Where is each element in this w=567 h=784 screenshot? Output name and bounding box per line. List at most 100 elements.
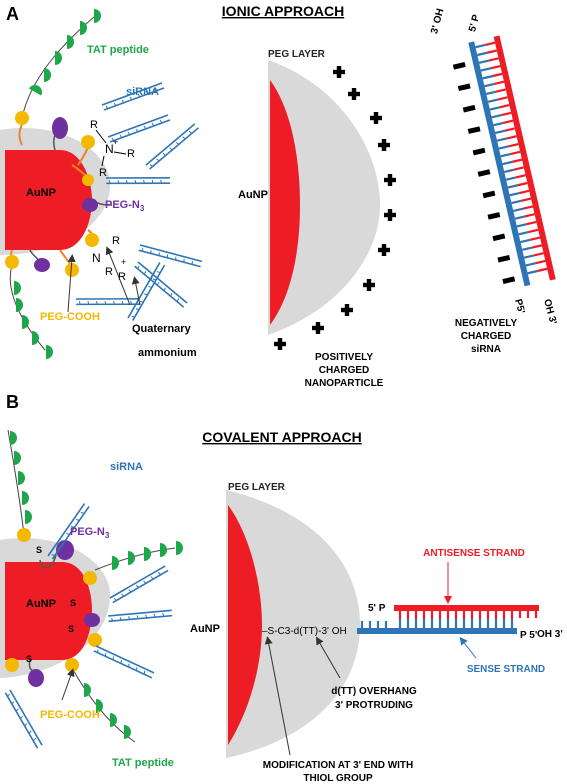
tat-peptide-icon — [46, 345, 53, 359]
peg-layer-label-b: PEG LAYER — [228, 482, 286, 493]
r-label: R — [90, 119, 98, 131]
overhang-label-2: 3' PROTRUDING — [335, 700, 413, 711]
minus-charge-icon — [472, 147, 486, 156]
r-label: R — [112, 235, 120, 247]
linker-label: –S-C3-d(TT)-3' OH — [262, 626, 347, 637]
minus-charge-icon — [467, 126, 481, 134]
tat-peptide-icon — [84, 683, 91, 697]
aunp-label-b: AuNP — [26, 598, 56, 610]
label-p5: P5' — [512, 298, 526, 315]
label-5p: 5' P — [467, 13, 482, 33]
peg-cooh-label-b: PEG-COOH — [40, 709, 100, 721]
tat-peptide-icon — [128, 551, 135, 565]
s-label: S — [36, 545, 42, 555]
aunp-middle-label: AuNP — [238, 189, 268, 201]
peg-tethers-b — [5, 528, 102, 687]
modification-label-1: MODIFICATION AT 3' END WITH — [263, 760, 414, 771]
minus-charge-icon — [462, 104, 476, 113]
panel-a-title: IONIC APPROACH — [222, 3, 344, 19]
panel-a-sirna-diagonal — [452, 35, 556, 287]
sense-arrow — [459, 636, 477, 659]
panel-b-letter: B — [6, 392, 19, 412]
panel-b-title: COVALENT APPROACH — [202, 429, 361, 445]
modification-arrow — [264, 636, 291, 756]
antisense-label: ANTISENSE STRAND — [423, 548, 525, 559]
s-label: S — [70, 598, 76, 608]
tat-peptide-icon — [144, 547, 151, 561]
r-label: R — [118, 271, 126, 283]
tat-peptide-label: TAT peptide — [87, 44, 149, 56]
peg-n3-label: PEG-N3 — [105, 199, 145, 213]
label-oh3: OH 3' — [541, 298, 558, 326]
peg-layer-shape — [268, 60, 380, 335]
tat-peptide-icon — [10, 431, 17, 445]
peg-layer-label: PEG LAYER — [268, 49, 326, 60]
aunp-middle-label-b: AuNP — [190, 623, 220, 635]
plus-charge-icon — [312, 322, 324, 334]
quat-arrow-2 — [131, 276, 141, 306]
neg-caption-2: CHARGED — [461, 331, 512, 342]
label-5p-b: 5' P — [368, 603, 386, 614]
tat-peptide-label-b: TAT peptide — [112, 757, 174, 769]
plus-charge-icon — [363, 279, 375, 291]
minus-charge-icon — [487, 212, 501, 220]
gold-core-half — [270, 80, 300, 325]
tat-peptide-icon — [112, 556, 119, 570]
tat-peptide-icon — [124, 725, 131, 739]
minus-charge-icon — [452, 62, 466, 70]
tat-peptide-icon — [160, 543, 167, 557]
tat-peptide-icon — [14, 281, 21, 295]
panel-b-middle-np — [226, 490, 360, 758]
sirna-label-b: siRNA — [110, 461, 143, 473]
label-3oh: 3' OH — [429, 7, 446, 35]
pos-caption-3: NANOPARTICLE — [305, 378, 384, 389]
r-label: R — [105, 266, 113, 278]
peg-n3-label-b: PEG-N3 — [70, 526, 110, 540]
tat-peptide-icon — [110, 713, 117, 727]
quaternary-label-1: Quaternary — [132, 323, 192, 335]
tat-chain-b-right — [94, 541, 183, 571]
pos-caption-2: CHARGED — [319, 365, 370, 376]
tat-peptide-icon — [94, 9, 101, 23]
label-p5-b: P 5' — [520, 630, 537, 641]
gold-core-b — [5, 562, 92, 660]
gold-core-half-b — [228, 505, 262, 745]
peg-cooh-arrow-b — [61, 668, 75, 701]
plus-charge-icon — [333, 66, 345, 78]
minus-charge-icon — [477, 169, 491, 177]
minus-charge-icon — [492, 233, 506, 242]
modification-label-2: THIOL GROUP — [303, 773, 373, 784]
plus-charge-icon — [378, 139, 390, 151]
panel-a-middle-np — [268, 60, 380, 335]
r-label: R — [99, 167, 107, 179]
minus-charge-icon — [502, 276, 516, 284]
tat-chain-top — [21, 9, 101, 119]
tat-chain-b-bottom — [71, 667, 136, 743]
quaternary-ammonium-bottom: R N + R R — [92, 235, 126, 283]
panel-b-nanoparticle: AuNP — [0, 538, 110, 678]
tat-peptide-icon — [44, 68, 51, 82]
plus-charge-icon — [370, 112, 382, 124]
r-label: R — [127, 148, 135, 160]
sirna-duplex-icon — [103, 156, 173, 205]
sirna-duplex-icon — [105, 564, 173, 604]
overhang-arrow — [315, 636, 341, 679]
n-label: N — [105, 142, 114, 156]
plus-label: + — [121, 257, 126, 267]
peg-layer-shape-b — [226, 490, 360, 758]
sirna-duplex-icon — [4, 685, 44, 753]
quaternary-label-2: ammonium — [138, 347, 197, 359]
sirna-label: siRNA — [126, 86, 159, 98]
aunp-label: AuNP — [26, 187, 56, 199]
gold-core — [5, 150, 92, 250]
tat-peptide-icon — [14, 451, 21, 465]
plus-charge-icon — [274, 338, 286, 350]
plus-label: + — [113, 137, 118, 147]
neg-caption-3: siRNA — [471, 344, 501, 355]
tat-peptide-icon — [176, 541, 183, 555]
label-oh3-b: OH 3' — [537, 629, 563, 640]
panel-b-sirna-horizontal — [357, 605, 539, 634]
sense-label: SENSE STRAND — [467, 664, 545, 675]
tat-peptide-icon — [18, 471, 25, 485]
